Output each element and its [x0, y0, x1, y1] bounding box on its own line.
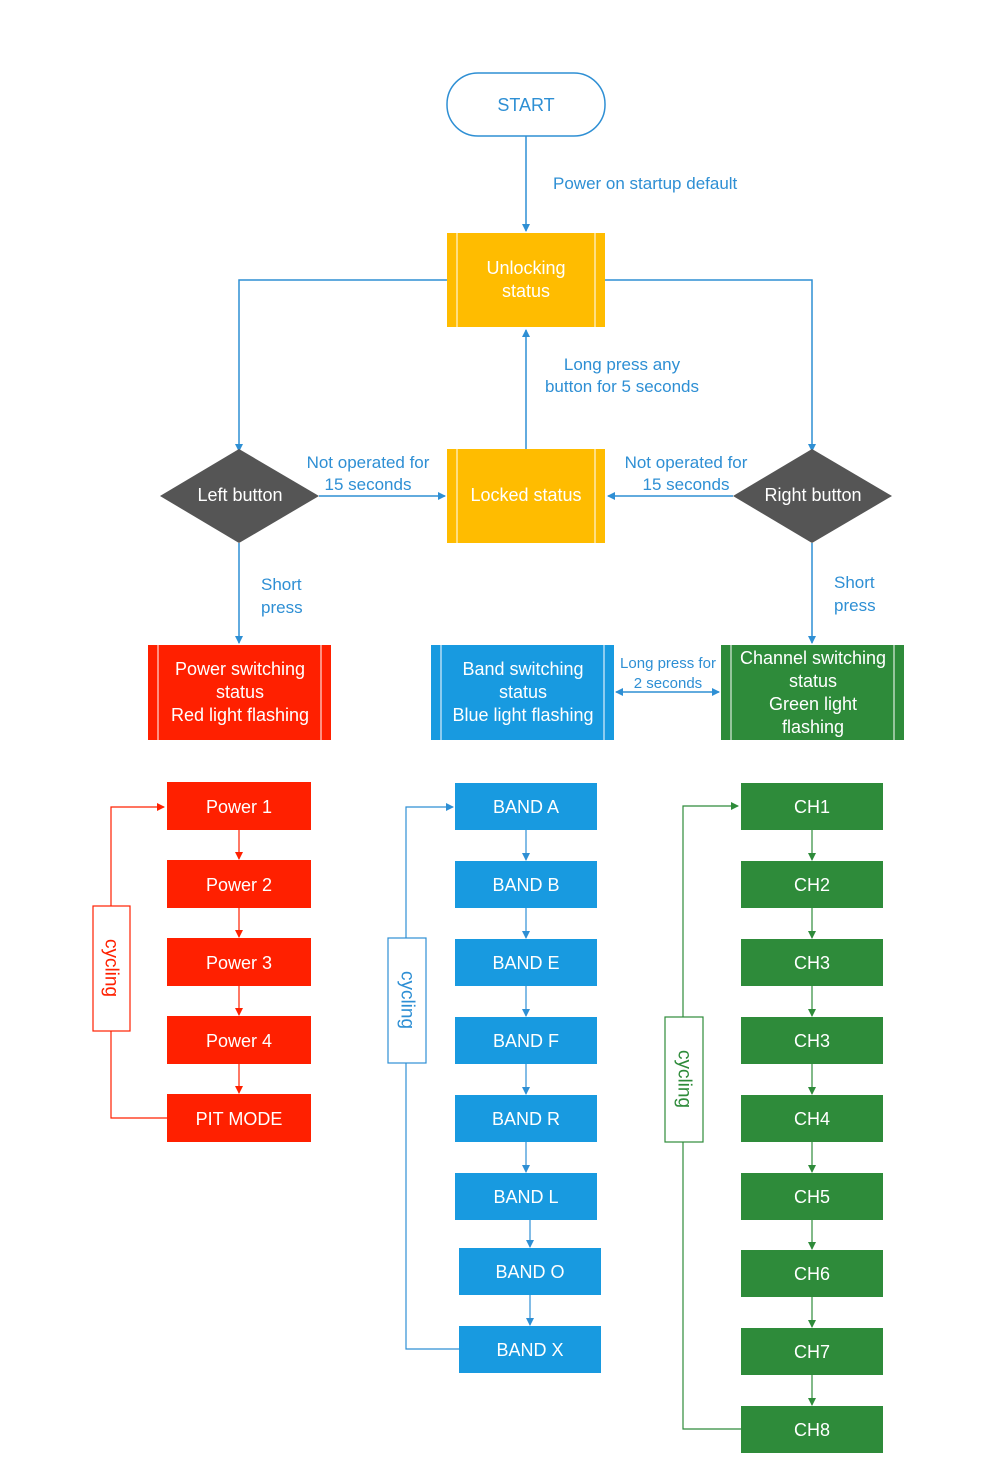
power-item-1: Power 2	[167, 860, 311, 908]
edge-label-long-press-any-2: button for 5 seconds	[545, 377, 699, 396]
right-button-decision: Right button	[733, 449, 892, 543]
band-item-4-label: BAND R	[492, 1109, 560, 1129]
power-item-2-label: Power 3	[206, 953, 272, 973]
power-item-1-label: Power 2	[206, 875, 272, 895]
edge-label-power-on: Power on startup default	[553, 174, 738, 193]
band-item-7: BAND X	[459, 1326, 601, 1373]
channel-item-3-label: CH3	[794, 1031, 830, 1051]
channel-cycling-label-box: cycling	[664, 1016, 704, 1143]
channel-item-2-label: CH3	[794, 953, 830, 973]
power-item-0-label: Power 1	[206, 797, 272, 817]
channel-item-7: CH7	[741, 1328, 883, 1375]
channel-switching-line1: Channel switching	[740, 648, 886, 668]
left-button-label: Left button	[197, 485, 282, 505]
band-switching-node: Band switching status Blue light flashin…	[431, 645, 614, 740]
power-switching-line2: status	[216, 682, 264, 702]
edge-label-long-press-2s-1: Long press for	[620, 655, 716, 672]
right-button-label: Right button	[764, 485, 861, 505]
channel-switching-node: Channel switching status Green light fla…	[721, 645, 904, 740]
channel-item-1: CH2	[741, 861, 883, 908]
band-item-5: BAND L	[455, 1173, 597, 1220]
band-item-3: BAND F	[455, 1017, 597, 1064]
power-item-0: Power 1	[167, 782, 311, 830]
edge-unlocking-to-left-button	[235, 279, 447, 452]
left-button-decision: Left button	[160, 449, 319, 543]
unlocking-label-line2: status	[502, 281, 550, 301]
channel-item-0-label: CH1	[794, 797, 830, 817]
channel-item-5: CH5	[741, 1173, 883, 1220]
start-label: START	[497, 95, 554, 115]
band-item-1: BAND B	[455, 861, 597, 908]
edge-unlocking-to-right-button	[605, 279, 816, 452]
edge-label-left-short-2: press	[261, 598, 303, 617]
channel-cycling-label: cycling	[674, 1050, 695, 1108]
channel-list: cycling CH1 CH2 CH3 CH3 CH4 CH5	[664, 783, 883, 1453]
edge-label-right-not-operated-2: 15 seconds	[643, 475, 730, 494]
band-switching-line1: Band switching	[462, 659, 583, 679]
power-switching-node: Power switching status Red light flashin…	[148, 645, 331, 740]
locked-status-node: Locked status	[447, 449, 605, 543]
channel-item-4-label: CH4	[794, 1109, 830, 1129]
top-connectors	[235, 136, 816, 696]
band-cycling-loop	[405, 803, 459, 1350]
band-cycling-label: cycling	[397, 971, 418, 1029]
channel-item-3: CH3	[741, 1017, 883, 1064]
power-cycling-label-box: cycling	[92, 905, 131, 1032]
unlocking-label-line1: Unlocking	[486, 258, 565, 278]
channel-item-7-label: CH7	[794, 1342, 830, 1362]
band-item-2: BAND E	[455, 939, 597, 986]
locked-label: Locked status	[470, 485, 581, 505]
start-node: START	[446, 72, 606, 137]
channel-item-2: CH3	[741, 939, 883, 986]
band-item-2-label: BAND E	[492, 953, 559, 973]
edge-label-left-not-operated-2: 15 seconds	[325, 475, 412, 494]
power-cycling-label: cycling	[101, 939, 122, 997]
band-switching-line2: status	[499, 682, 547, 702]
channel-item-0: CH1	[741, 783, 883, 830]
band-cycling-label-box: cycling	[387, 937, 427, 1064]
band-item-7-label: BAND X	[496, 1340, 563, 1360]
band-item-3-label: BAND F	[493, 1031, 559, 1051]
power-item-2: Power 3	[167, 938, 311, 986]
edge-label-long-press-any-1: Long press any	[564, 355, 681, 374]
edge-label-long-press-2s-2: 2 seconds	[634, 675, 702, 692]
channel-item-6: CH6	[741, 1250, 883, 1297]
edge-label-right-short-1: Short	[834, 573, 875, 592]
edge-label-right-short-2: press	[834, 596, 876, 615]
edge-label-right-not-operated-1: Not operated for	[625, 453, 748, 472]
channel-item-8-label: CH8	[794, 1420, 830, 1440]
band-item-0-label: BAND A	[493, 797, 559, 817]
power-switching-line3: Red light flashing	[171, 705, 309, 725]
band-item-0: BAND A	[455, 783, 597, 830]
band-list: cycling BAND A BAND B BAND E BAND F BAND…	[387, 783, 601, 1373]
band-item-5-label: BAND L	[493, 1187, 558, 1207]
band-item-1-label: BAND B	[492, 875, 559, 895]
band-item-4: BAND R	[455, 1095, 597, 1142]
power-list: cycling Power 1 Power 2 Power 3 Power 4 …	[92, 782, 311, 1142]
band-item-6: BAND O	[459, 1248, 601, 1295]
power-item-4-label: PIT MODE	[196, 1109, 283, 1129]
channel-item-5-label: CH5	[794, 1187, 830, 1207]
channel-switching-line3: Green light	[769, 694, 857, 714]
power-item-3: Power 4	[167, 1016, 311, 1064]
channel-item-1-label: CH2	[794, 875, 830, 895]
band-item-6-label: BAND O	[495, 1262, 564, 1282]
channel-item-6-label: CH6	[794, 1264, 830, 1284]
channel-switching-line2: status	[789, 671, 837, 691]
channel-item-8: CH8	[741, 1406, 883, 1453]
power-item-3-label: Power 4	[206, 1031, 272, 1051]
channel-item-4: CH4	[741, 1095, 883, 1142]
unlocking-status-node: Unlocking status	[447, 233, 605, 327]
power-switching-line1: Power switching	[175, 659, 305, 679]
power-item-4: PIT MODE	[167, 1094, 311, 1142]
edge-label-left-short-1: Short	[261, 575, 302, 594]
edge-label-left-not-operated-1: Not operated for	[307, 453, 430, 472]
band-switching-line3: Blue light flashing	[452, 705, 593, 725]
channel-switching-line4: flashing	[782, 717, 844, 737]
